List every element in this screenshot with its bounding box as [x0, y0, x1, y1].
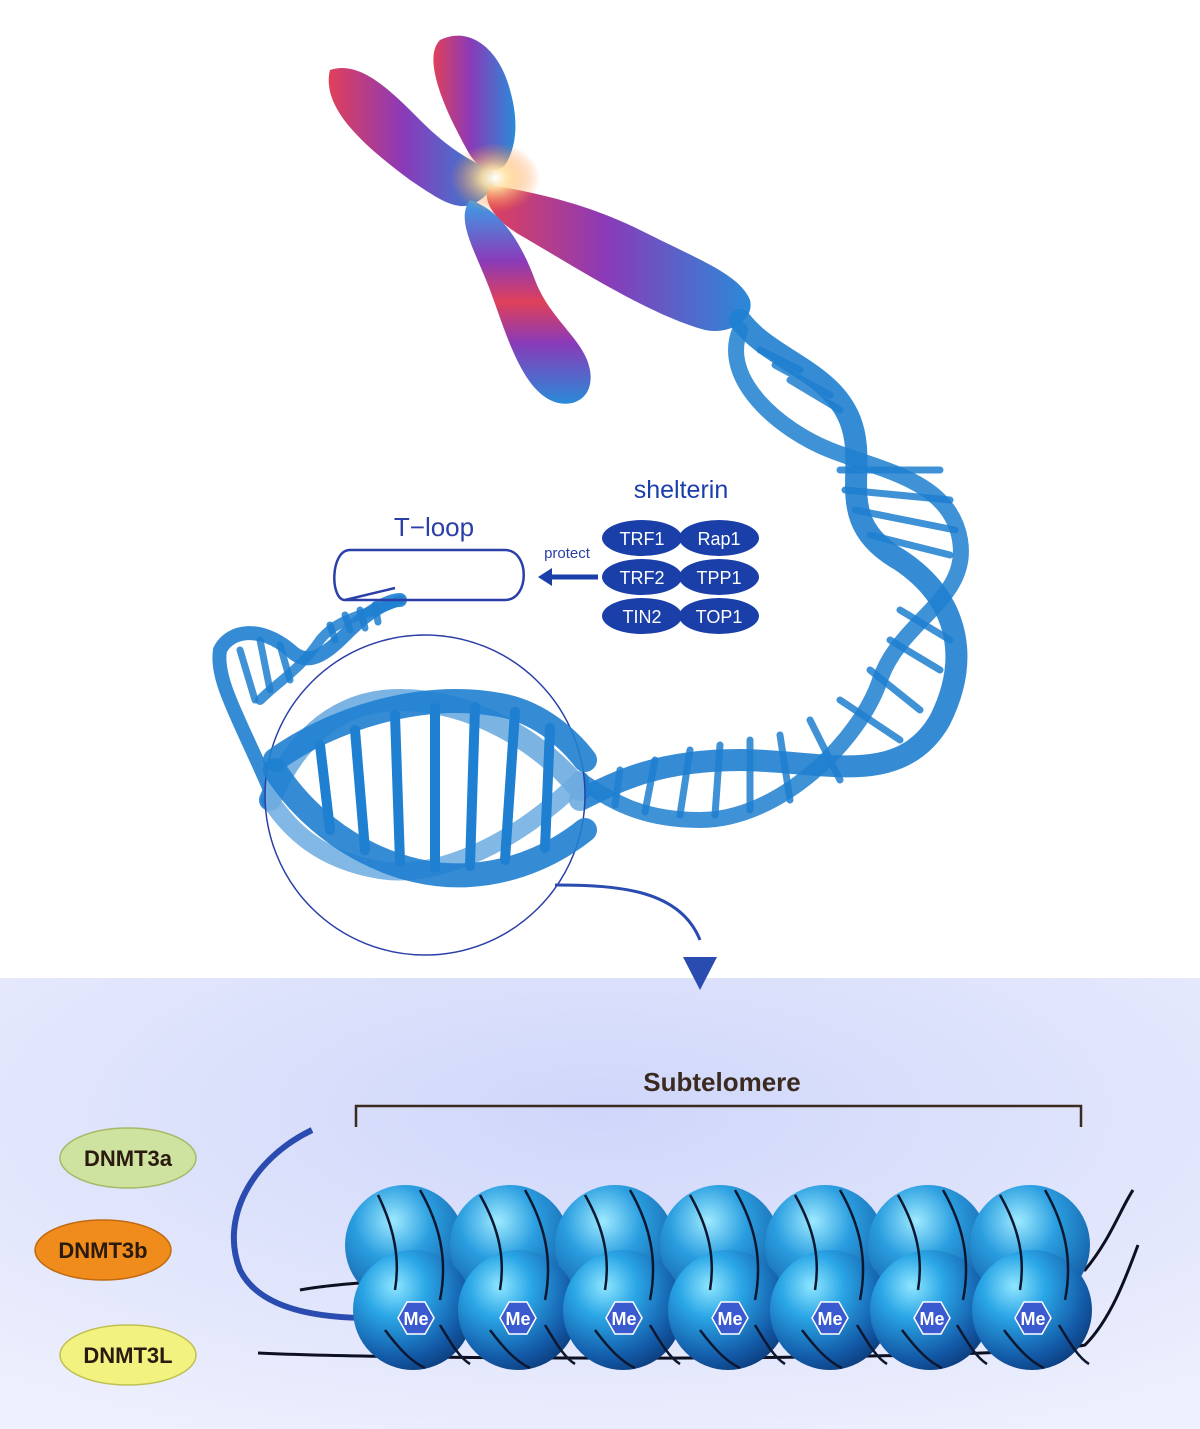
zoom-arrow-line	[554, 883, 702, 941]
shelterin-protein-oval	[679, 559, 759, 595]
shelterin-protein-oval	[679, 520, 759, 556]
enzyme-dnmt3l-label: DNMT3L	[83, 1343, 172, 1368]
protect-label: protect	[544, 545, 591, 562]
methyl-hexagon	[605, 1301, 643, 1335]
enzyme-dnmt3a-label: DNMT3a	[84, 1146, 173, 1171]
shelterin-complex: shelterin TRF1 Rap1 TRF2 TPP1 TIN2 TOP1	[602, 476, 759, 634]
methyl-label: Me	[817, 1309, 842, 1329]
methyl-label: Me	[505, 1309, 530, 1329]
shelterin-label: shelterin	[634, 476, 729, 504]
methyl-label: Me	[919, 1309, 944, 1329]
enzyme-dnmt3l-oval	[59, 1324, 197, 1386]
magnifier-lens	[263, 634, 597, 956]
t-loop-diagram: T−loop protect	[333, 512, 598, 602]
methyl-group: Me	[499, 1301, 537, 1335]
dna-wrap-lines	[376, 1189, 1090, 1370]
protein-rap1: Rap1	[697, 529, 740, 549]
methyl-group: Me	[811, 1301, 849, 1335]
protein-trf1: TRF1	[620, 529, 665, 549]
methyl-hexagon	[1014, 1301, 1052, 1335]
shelterin-protein-oval	[602, 559, 682, 595]
methyl-label: Me	[1020, 1309, 1045, 1329]
protein-tpp1: TPP1	[696, 568, 741, 588]
shelterin-protein-oval	[602, 598, 682, 634]
protein-top1: TOP1	[696, 607, 743, 627]
methylation-arrow-line	[230, 1127, 371, 1321]
subtelomere-bracket: Subtelomere	[354, 1067, 1083, 1127]
methyl-group: Me	[913, 1301, 951, 1335]
t-loop-shape	[333, 548, 525, 602]
methyl-group: Me	[711, 1301, 749, 1335]
methyl-hexagon	[499, 1301, 537, 1335]
methyl-group: Me	[605, 1301, 643, 1335]
methyl-hexagon	[811, 1301, 849, 1335]
t-loop-label: T−loop	[394, 512, 474, 542]
shelterin-protein-oval	[602, 520, 682, 556]
dnmt-enzymes: DNMT3a DNMT3b DNMT3L	[34, 1127, 197, 1386]
methyl-group: Me	[1014, 1301, 1052, 1335]
methyl-hexagon	[711, 1301, 749, 1335]
enzyme-dnmt3b-label: DNMT3b	[58, 1238, 147, 1263]
methyl-group: Me	[397, 1301, 435, 1335]
methyl-hexagon	[913, 1301, 951, 1335]
protein-trf2: TRF2	[620, 568, 665, 588]
methyl-groups: Me Me Me Me Me Me Me	[397, 1301, 1052, 1335]
shelterin-protein-oval	[679, 598, 759, 634]
zoom-arrow-head	[683, 957, 717, 990]
methyl-label: Me	[611, 1309, 636, 1329]
enzyme-dnmt3b-oval	[34, 1219, 172, 1281]
methyl-label: Me	[403, 1309, 428, 1329]
subtelomere-label: Subtelomere	[643, 1067, 801, 1097]
protein-tin2: TIN2	[622, 607, 661, 627]
enzyme-dnmt3a-oval	[59, 1127, 197, 1189]
chromosome	[328, 35, 751, 404]
protect-arrow-head	[538, 568, 552, 586]
methyl-hexagon	[397, 1301, 435, 1335]
methyl-label: Me	[717, 1309, 742, 1329]
